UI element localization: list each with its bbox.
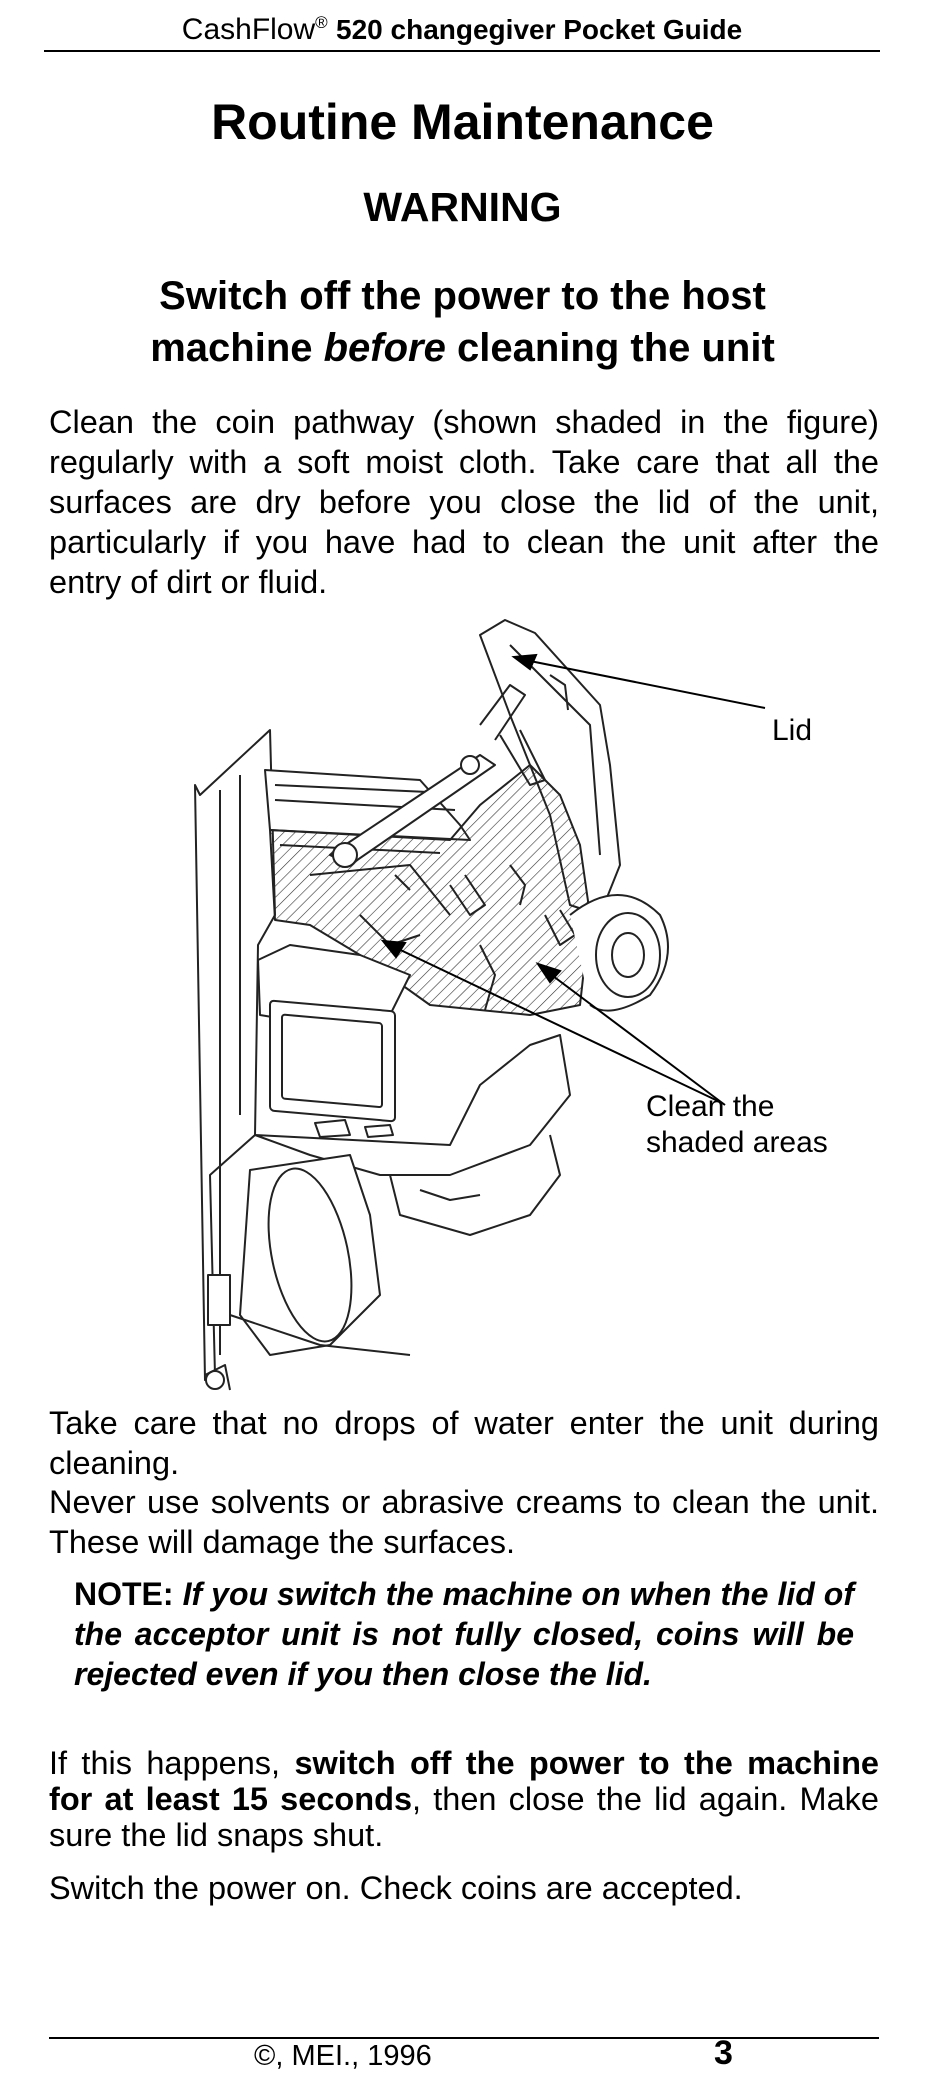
- coin-mechanism-figure: Lid Clean the shaded areas: [150, 615, 910, 1405]
- note-body: If you switch the machine on when the li…: [74, 1576, 855, 1692]
- warning-line-1: Switch off the power to the host: [159, 274, 766, 318]
- water-caution: Take care that no drops of water enter t…: [49, 1405, 879, 1481]
- copyright: ©, MEI., 1996: [254, 2040, 432, 2072]
- running-header: CashFlow® 520 changegiver Pocket Guide: [44, 8, 880, 52]
- mechanism-illustration: [194, 619, 766, 1391]
- power-on-instruction: Switch the power on. Check coins are acc…: [49, 1870, 743, 1906]
- note-label: NOTE:: [74, 1576, 174, 1612]
- warning-line-2: machine before cleaning the unit: [0, 322, 925, 374]
- recovery-instructions: If this happens, switch off the power to…: [49, 1745, 879, 1853]
- footer: ©, MEI., 1996 3: [49, 2034, 879, 2072]
- footer-rule: [49, 2037, 879, 2039]
- clean-label-line-1: Clean the: [646, 1090, 775, 1123]
- recovery-pre: If this happens,: [49, 1745, 295, 1781]
- cleaning-instructions: Clean the coin pathway (shown shaded in …: [49, 404, 879, 600]
- recovery-bold: switch off the power to the machine for …: [49, 1745, 879, 1817]
- header-brand: CashFlow: [181, 13, 316, 46]
- warning-message: Switch off the power to the host machine…: [0, 270, 925, 374]
- warning-line-2-pre: machine: [150, 326, 324, 370]
- warning-emphasis: before: [323, 326, 446, 370]
- warning-line-2-post: cleaning the unit: [445, 326, 775, 370]
- recovery-post: , then close the lid again. Make sure th…: [49, 1781, 879, 1853]
- registered-mark: ®: [315, 13, 328, 32]
- header-guide-title: 520 changegiver Pocket Guide: [336, 14, 743, 45]
- solvent-caution: Never use solvents or abrasive creams to…: [49, 1484, 879, 1560]
- lid-label: Lid: [772, 714, 813, 747]
- page-number: 3: [714, 2034, 733, 2072]
- warning-heading: WARNING: [363, 184, 562, 230]
- clean-label-line-2: shaded areas: [646, 1126, 828, 1159]
- page-title: Routine Maintenance: [211, 94, 714, 150]
- note-block: NOTE: If you switch the machine on when …: [74, 1574, 854, 1694]
